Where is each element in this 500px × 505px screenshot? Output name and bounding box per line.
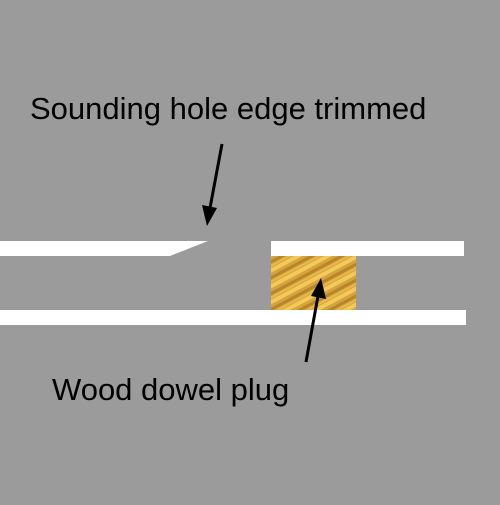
arrow-to-dowel-plug: [304, 278, 326, 363]
trimmed-edge-label: Sounding hole edge trimmed: [30, 91, 427, 126]
upper-wall-right: [271, 241, 464, 256]
lower-wall: [0, 310, 466, 325]
dowel-plug-label: Wood dowel plug: [52, 372, 290, 407]
upper-wall-left: [0, 241, 208, 256]
wood-dowel-plug: [271, 256, 356, 310]
arrow-to-trimmed-edge: [202, 143, 224, 226]
